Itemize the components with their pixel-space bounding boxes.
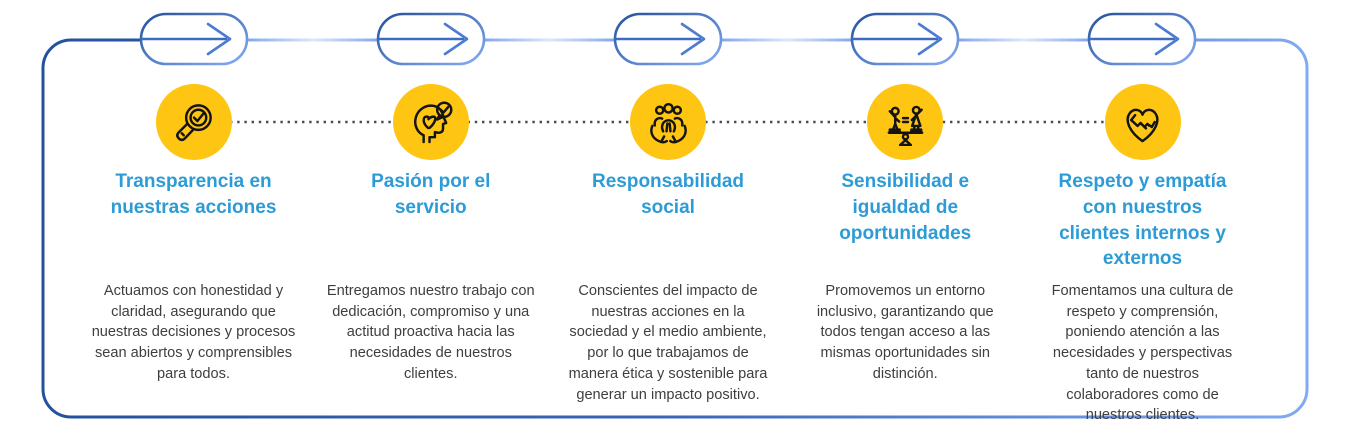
value-step-pasion: Pasión por el servicio Entregamos nuestr… — [318, 84, 543, 426]
arrow-capsule-icon — [1087, 12, 1197, 66]
arrow-capsule-icon — [850, 12, 960, 66]
value-description: Conscientes del impacto de nuestras acci… — [568, 283, 768, 403]
value-step-respeto: Respeto y empatía con nuestros clientes … — [1030, 84, 1255, 426]
value-title: Respeto y empatía con nuestros clientes … — [1058, 171, 1227, 270]
value-description: Promovemos un entorno inclusivo, garanti… — [816, 283, 994, 382]
value-title: Responsabilidad social — [591, 171, 745, 218]
handshake-heart-icon — [1104, 84, 1181, 160]
value-step-responsabilidad: Responsabilidad social Conscientes del i… — [556, 84, 781, 426]
head-heart-icon — [392, 84, 469, 160]
arrow-capsule-icon — [139, 12, 249, 66]
value-title: Sensibilidad e igualdad de oportunidades — [839, 171, 972, 244]
magnifier-check-icon — [155, 84, 232, 160]
value-description: Entregamos nuestro trabajo con dedicació… — [326, 283, 535, 382]
balance-equality-icon — [867, 84, 944, 160]
people-in-hands-icon — [630, 84, 706, 160]
value-columns: Transparencia en nuestras acciones Actua… — [81, 84, 1255, 426]
value-title: Pasión por el servicio — [371, 171, 491, 218]
value-description: Fomentamos una cultura de respeto y comp… — [1051, 283, 1234, 424]
value-description: Actuamos con honestidad y claridad, aseg… — [91, 283, 296, 382]
value-title: Transparencia en nuestras acciones — [110, 171, 277, 218]
arrow-capsule-icon — [376, 12, 486, 66]
arrow-capsule-icon — [613, 12, 723, 66]
value-step-transparencia: Transparencia en nuestras acciones Actua… — [81, 84, 306, 426]
value-step-sensibilidad: Sensibilidad e igualdad de oportunidades… — [793, 84, 1018, 426]
